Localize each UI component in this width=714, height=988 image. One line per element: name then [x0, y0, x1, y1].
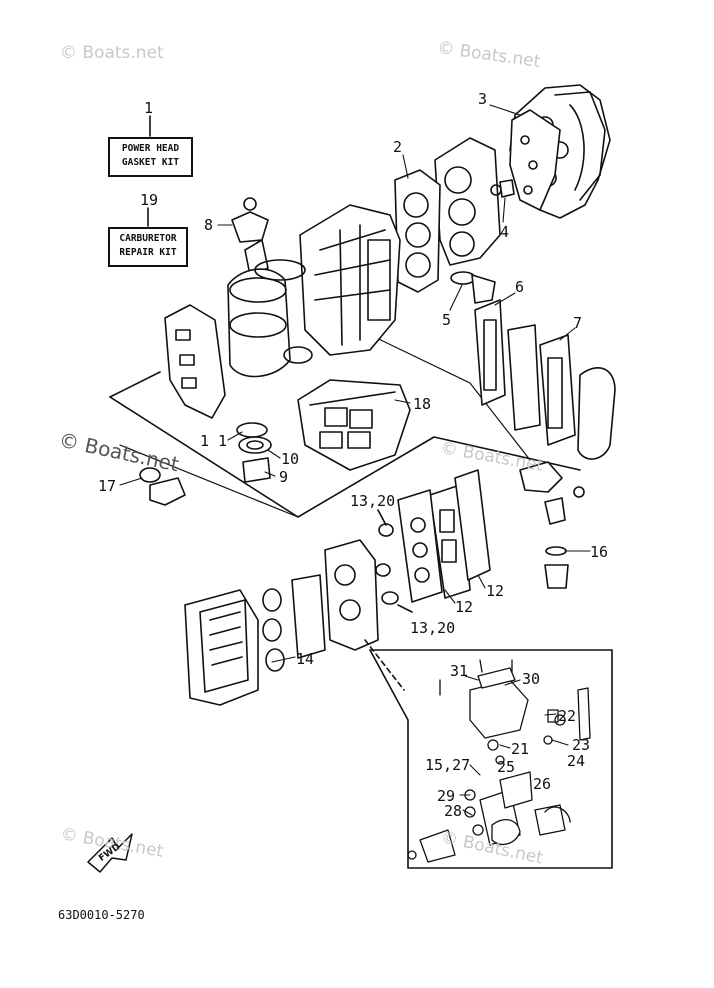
carburetor-body-shape	[324, 539, 379, 651]
callout-14: 14	[296, 650, 315, 668]
watermark: © Boats.net	[60, 43, 164, 63]
callout-28: 28	[444, 802, 463, 820]
kit-1-number: 1	[144, 99, 154, 117]
callout-10: 10	[281, 450, 300, 468]
power-head-gasket-kit-box: POWER HEAD GASKET KIT	[108, 137, 193, 177]
callout-4: 4	[500, 223, 510, 241]
callout-9: 9	[279, 468, 289, 486]
gasket-14-shapes	[262, 574, 326, 672]
kit-19-line-2: REPAIR KIT	[119, 247, 177, 258]
outer-cover-shape	[577, 367, 616, 460]
gasket-2-shape	[394, 169, 441, 293]
carburetor-repair-kit-box: CARBURETOR REPAIR KIT	[108, 227, 188, 267]
figure-code: 63D0010-5270	[58, 908, 145, 922]
callout-12-left: 12	[455, 598, 474, 616]
kit-1-line-2: GASKET KIT	[121, 157, 180, 168]
callout-5: 5	[442, 311, 452, 329]
callout-22: 22	[558, 707, 577, 725]
part-4-shape	[490, 179, 515, 198]
carburetor-internals-shape	[407, 659, 591, 863]
callout-7: 7	[573, 314, 583, 332]
thermostat-shape	[519, 461, 585, 589]
callout-3: 3	[478, 90, 488, 108]
part-5-shape	[450, 271, 496, 304]
callout-6: 6	[515, 278, 525, 296]
cover-shape	[507, 324, 541, 431]
engine-block-shape	[299, 204, 401, 356]
carb-kit-inset-frame	[369, 649, 613, 869]
callout-31: 31	[450, 662, 469, 680]
gasket-6-shape	[474, 299, 506, 406]
callout-16: 16	[590, 543, 609, 561]
head-gasket-shape	[509, 109, 561, 211]
oil-seal-shapes	[236, 422, 272, 483]
callout-2: 2	[393, 138, 403, 156]
kit-1-line-1: POWER HEAD	[121, 143, 180, 154]
callout-13-20-top: 13,20	[350, 492, 396, 510]
callout-13-20-bottom: 13,20	[410, 619, 456, 637]
silencer-shape	[184, 589, 259, 706]
callout-8: 8	[204, 216, 214, 234]
callout-11: 1 1	[200, 432, 228, 450]
callout-29: 29	[437, 787, 456, 805]
callout-18: 18	[413, 395, 432, 413]
crankcase-gasket-shape	[297, 379, 411, 471]
crankshaft-shape	[227, 239, 313, 378]
callout-30: 30	[522, 670, 541, 688]
gasket-7-shape	[539, 334, 576, 446]
kit-19-number: 19	[140, 191, 159, 209]
callout-23: 23	[572, 736, 591, 754]
exhaust-cover-shape	[434, 137, 501, 266]
reed-valve-assembly-shape	[397, 469, 491, 603]
part-17-shape	[139, 467, 186, 506]
callout-24: 24	[567, 752, 586, 770]
callout-25: 25	[497, 758, 516, 776]
kit-19-line-1: CARBURETOR	[119, 233, 177, 244]
callout-12-right: 12	[486, 582, 505, 600]
fwd-arrow	[87, 833, 133, 873]
callout-15-27: 15,27	[425, 756, 471, 774]
side-plate-shape	[164, 304, 226, 419]
callout-21: 21	[511, 740, 530, 758]
callout-17: 17	[98, 477, 117, 495]
callout-26: 26	[533, 775, 552, 793]
part-8-shape	[231, 197, 269, 243]
